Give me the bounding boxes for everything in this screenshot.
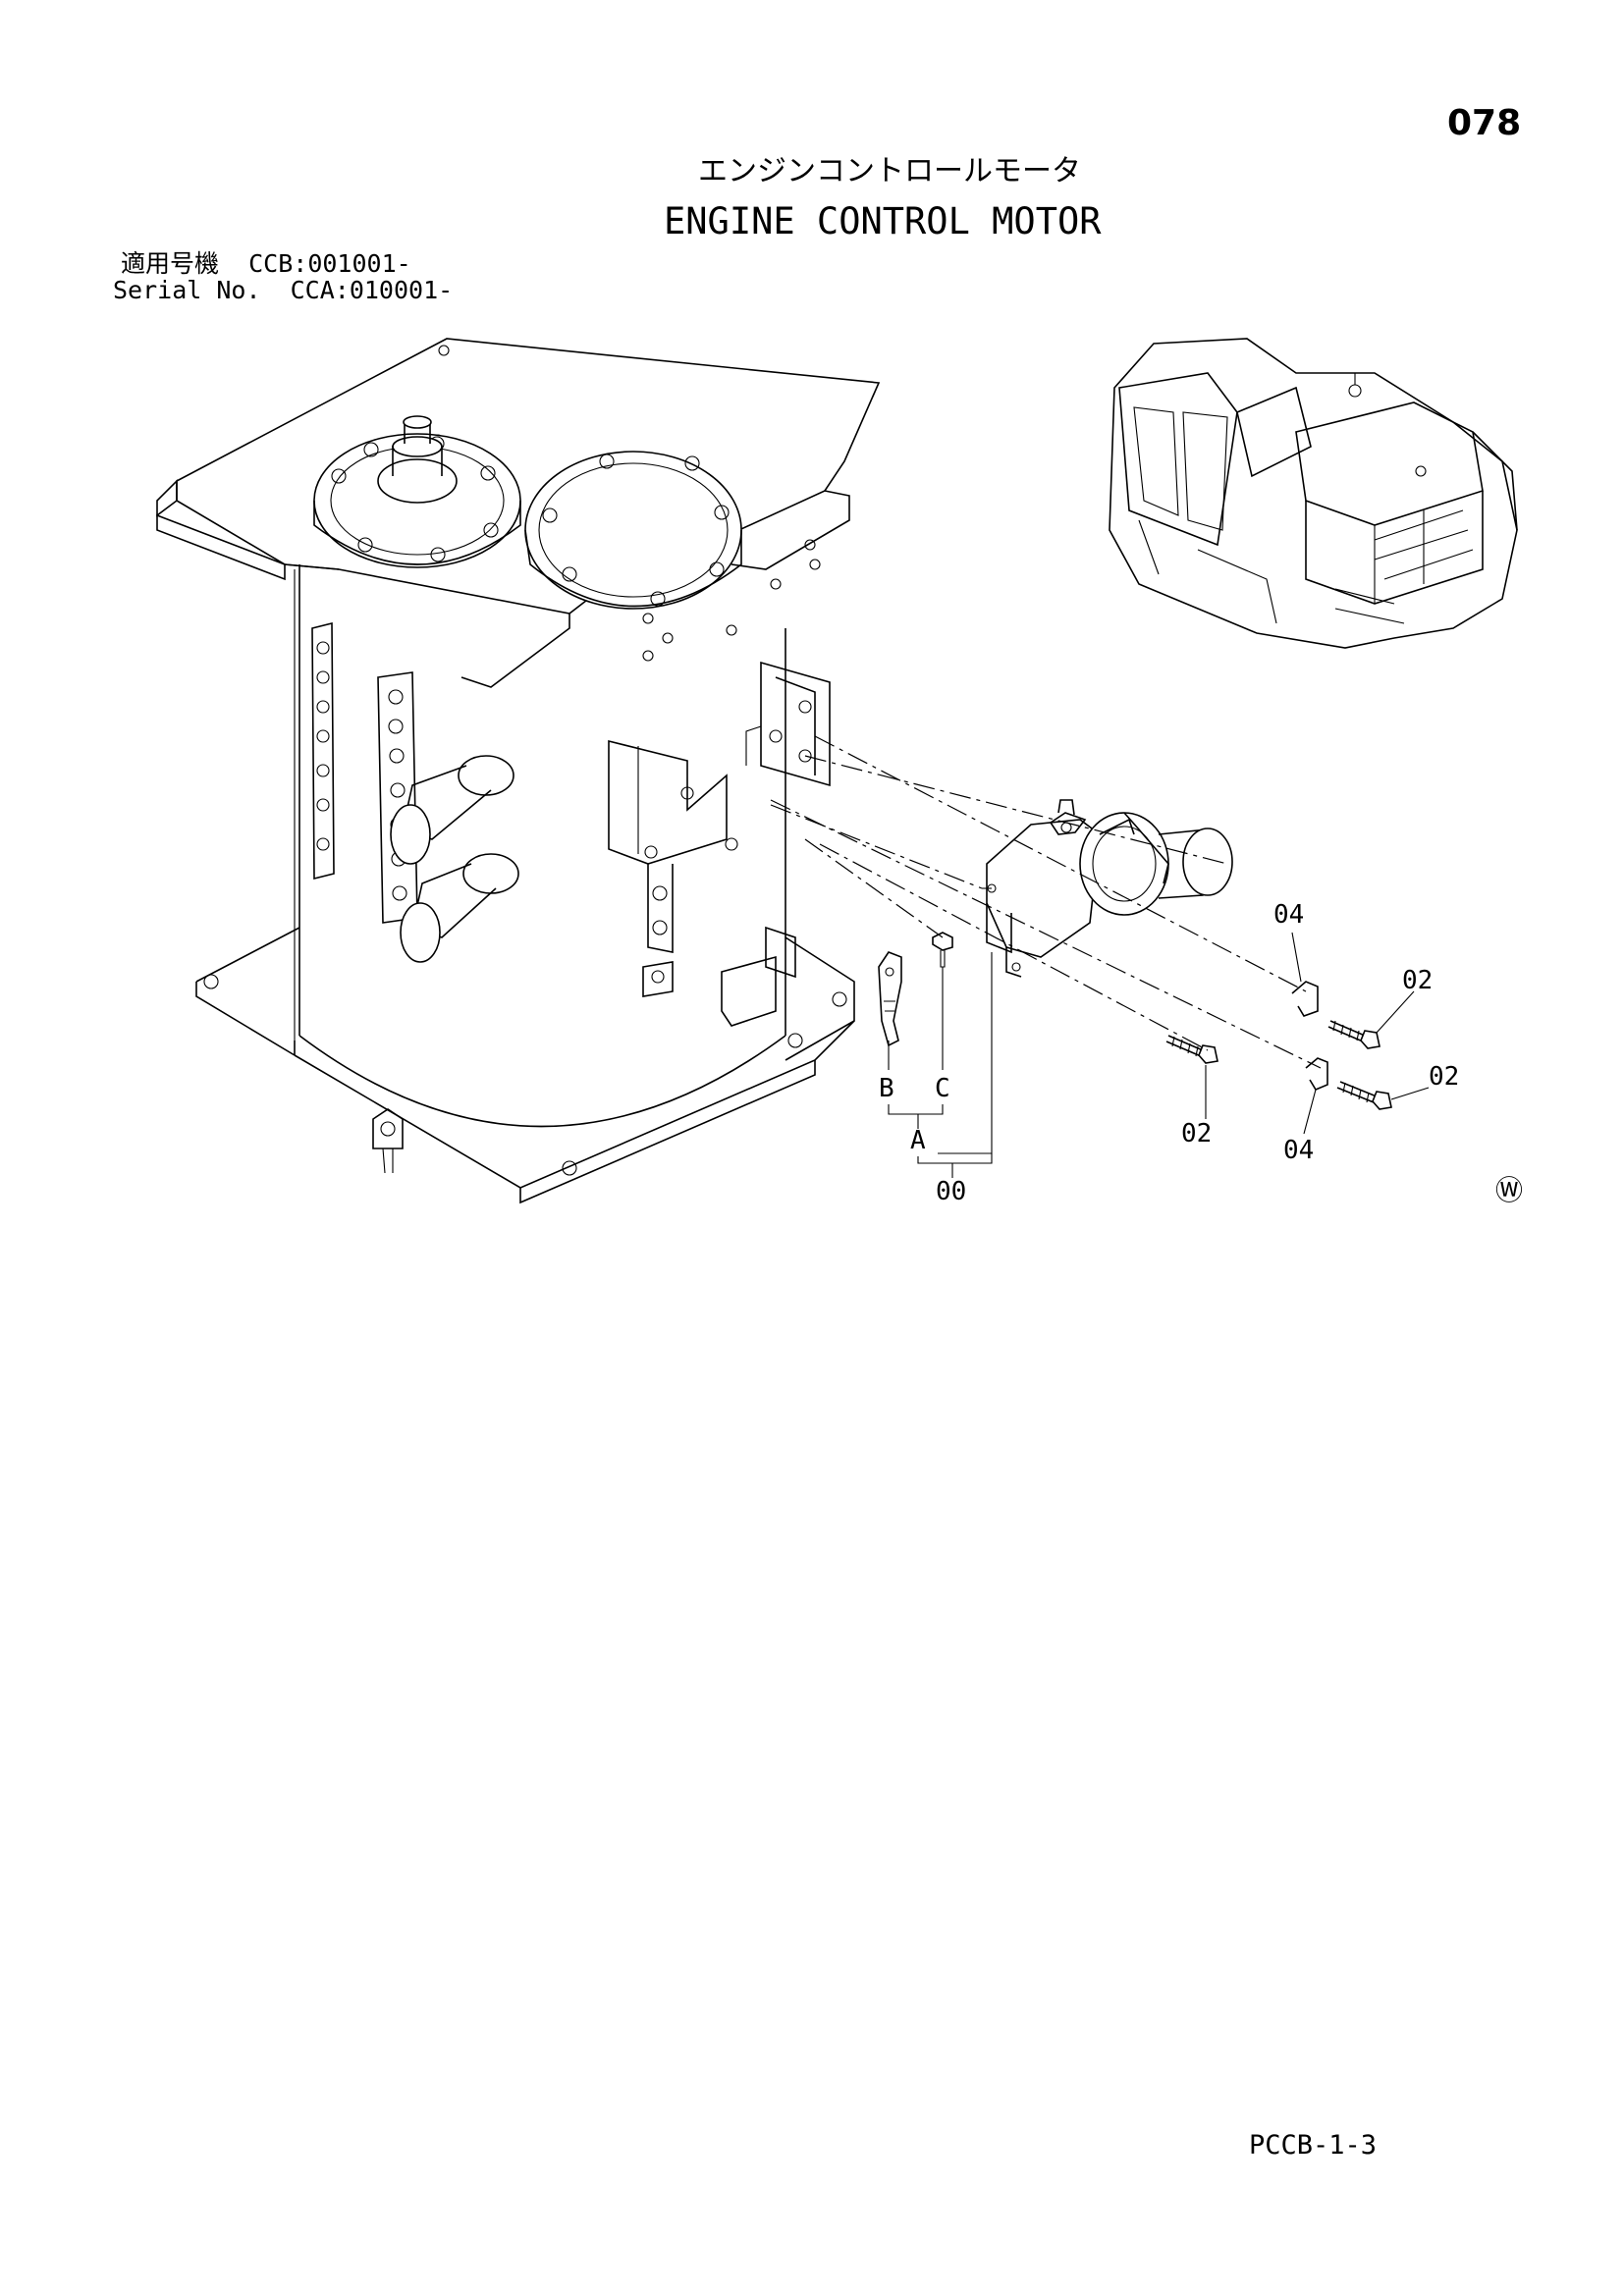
callout-a: A <box>910 1126 926 1155</box>
hydraulic-tank-frame <box>156 338 881 1204</box>
alignment-lines <box>770 735 1322 1154</box>
clamp-04-bottom <box>1305 1057 1328 1092</box>
callout-02-middle: 02 <box>1181 1119 1212 1148</box>
bolt-02-middle <box>1165 1035 1218 1064</box>
callout-c: C <box>935 1074 950 1103</box>
callout-00: 00 <box>936 1177 966 1206</box>
callout-02-top: 02 <box>1402 966 1433 995</box>
excavator-thumbnail <box>1109 338 1518 649</box>
callout-leaders <box>888 932 1430 1178</box>
serial-row-en: Serial No. CCA:010001- <box>113 278 453 302</box>
serial-value-cca: CCA:010001- <box>290 276 454 304</box>
bolt-02-top <box>1327 1020 1380 1049</box>
serial-label-jp: 適用号機 <box>121 249 220 278</box>
callout-04-bottom: 04 <box>1283 1136 1314 1165</box>
serial-value-ccb: CCB:001001- <box>248 249 411 278</box>
title-japanese: エンジンコントロールモータ <box>698 154 1081 188</box>
page-title: ENGINE CONTROL MOTOR <box>664 200 1102 242</box>
bolt-02-right <box>1336 1081 1392 1110</box>
circled-w-symbol: Ⓦ <box>1495 1174 1523 1206</box>
callout-04-top: 04 <box>1273 900 1304 930</box>
clamp-04-top <box>1291 981 1319 1017</box>
engine-control-motor <box>982 799 1233 978</box>
page-number: 078 <box>1447 103 1522 143</box>
linkage-lever <box>878 932 953 1047</box>
serial-label-en: Serial No. <box>113 276 261 304</box>
document-code: PCCB-1-3 <box>1249 2130 1378 2161</box>
callout-02-right: 02 <box>1429 1062 1459 1092</box>
callout-b: B <box>879 1074 894 1103</box>
serial-row-jp: 適用号機 CCB:001001- <box>121 251 411 276</box>
